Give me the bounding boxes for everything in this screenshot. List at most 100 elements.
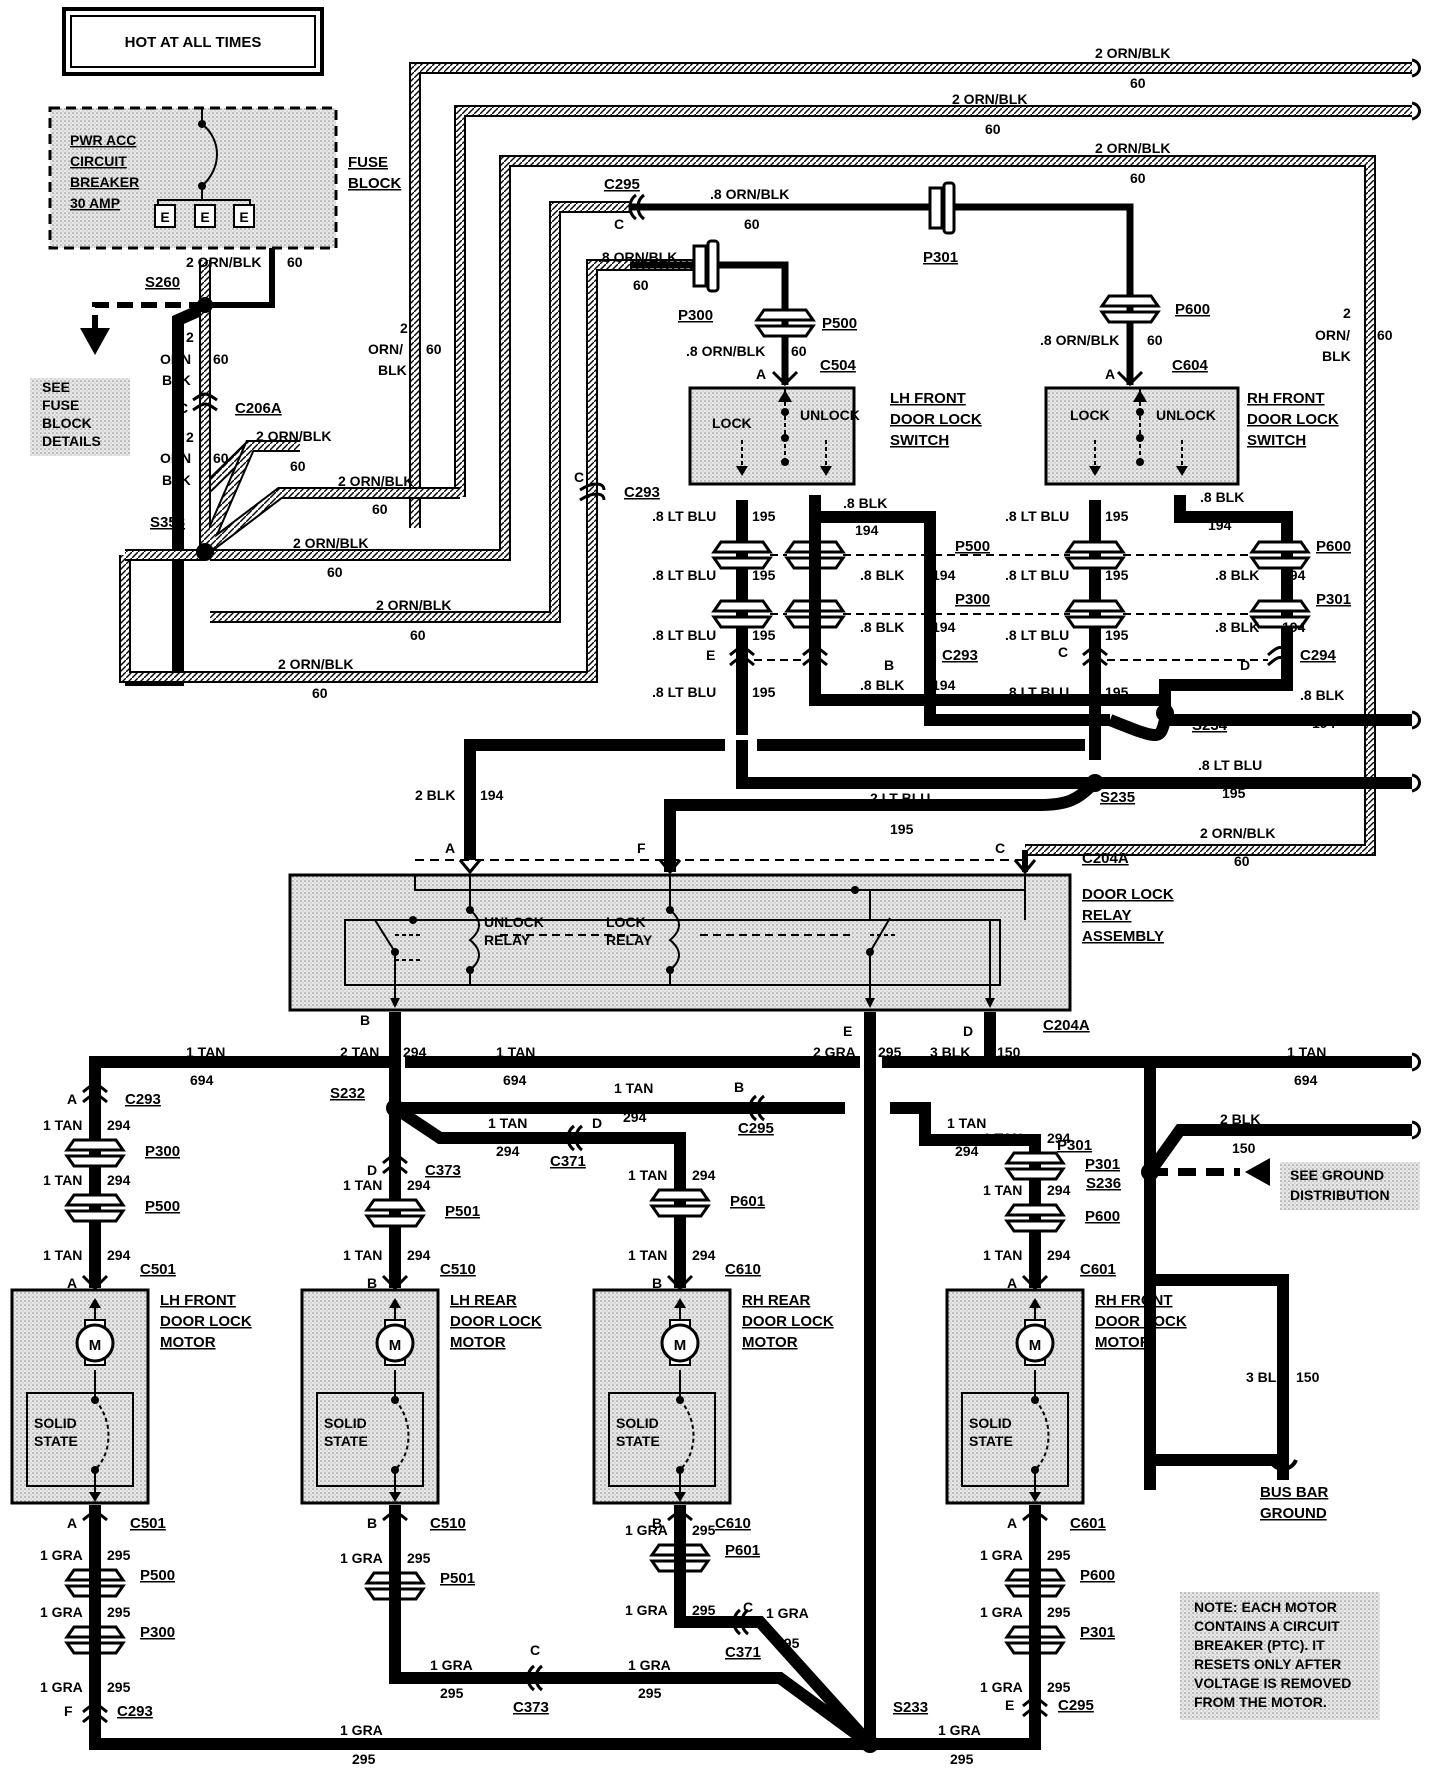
wire-label-fan-1: 2 ORN/BLK: [256, 428, 331, 444]
motor-name-2-0: DOOR LOCK: [160, 1313, 252, 1330]
motor-bot-wire-0-1: 1 GRA: [40, 1604, 83, 1620]
lh-blu-c1: 195: [752, 508, 776, 524]
pin-c294-d: D: [1240, 657, 1250, 673]
motor-bot-wire-3-1: 1 GRA: [980, 1604, 1023, 1620]
motor-inline-0: [82, 1083, 108, 1104]
conn-c373-bot: C373: [513, 1699, 549, 1716]
conn-c295-bot: C295: [1058, 1697, 1094, 1714]
motor-entry-wire-0: 1 TAN: [43, 1247, 82, 1263]
wire-label-rhs-in: .8 ORN/BLK: [1040, 332, 1119, 348]
motor-top-pin-2: B: [652, 1275, 662, 1291]
motor-name-1-1: LH REAR: [450, 1292, 517, 1309]
p600-top-connector: [1099, 294, 1161, 324]
lh-blk-c1: 194: [855, 522, 879, 538]
conn-c204a-top: C204A: [1082, 850, 1129, 867]
t-c371-c: 294: [496, 1143, 520, 1159]
rh-blu-c1: 195: [1105, 508, 1129, 524]
motor-bot-wire-1-0: 1 GRA: [340, 1550, 383, 1566]
motor-bot-pin-1: B: [367, 1515, 377, 1531]
pin-relay-e: E: [843, 1023, 852, 1039]
relay-assembly-3: ASSEMBLY: [1082, 928, 1164, 945]
wire-label-right-2: ORN/: [1315, 327, 1350, 343]
rh-blu-c3: 195: [1105, 627, 1129, 643]
pin-c371-d: D: [592, 1115, 602, 1131]
bus-bar-2: GROUND: [1260, 1505, 1327, 1522]
motor-ss-2-1: STATE: [324, 1433, 368, 1449]
see-fuse-line-4: DETAILS: [42, 433, 101, 449]
circ-c206-a: 60: [213, 351, 229, 367]
relay-a-blk-c: 194: [480, 787, 504, 803]
pin-c206: C: [178, 400, 188, 416]
lh-blu-2: .8 LT BLU: [652, 567, 716, 583]
pin-c295-b: B: [734, 1079, 744, 1095]
b-s236: 2 BLK: [1220, 1111, 1260, 1127]
g-c371-c: 295: [776, 1635, 800, 1651]
s234-blk: .8 BLK: [1300, 687, 1344, 703]
rh-front-door-lock-switch[interactable]: LOCK UNLOCK: [1044, 386, 1240, 486]
motor-bot-pin-0: A: [67, 1515, 77, 1531]
motor-ss-2-3: STATE: [969, 1433, 1013, 1449]
wire-label-right-1: 2: [1343, 305, 1351, 321]
relay-f-blu: 2 LT BLU: [870, 790, 930, 806]
wire-ends-mid: [1411, 710, 1421, 793]
motor-bot-conn-label-3-1: P301: [1080, 1624, 1115, 1641]
pin-c293-b-lbl: B: [884, 657, 894, 673]
circ-top-2: 60: [985, 121, 1001, 137]
breaker-terminal-2: E: [200, 209, 209, 225]
pin-c373-c: C: [530, 1642, 540, 1658]
circ-right-1: 60: [1377, 327, 1393, 343]
door-lock-relay-assembly[interactable]: UNLOCK RELAY LOCK RELAY: [288, 859, 1072, 1012]
breaker-terminal-1: E: [160, 209, 169, 225]
motor-tail-wire-0: 1 GRA: [40, 1679, 83, 1695]
t-lhf-1: 1 TAN: [186, 1044, 225, 1060]
rh-blu-c2: 195: [1105, 567, 1129, 583]
motor-tail-wire-2: 1 GRA: [625, 1602, 668, 1618]
motor-tail-circ-3: 295: [1047, 1679, 1071, 1695]
circ-lhs-in: 60: [791, 343, 807, 359]
note-line-2: CONTAINS A CIRCUIT: [1194, 1618, 1340, 1634]
conn-p301-low: P301: [1057, 1137, 1092, 1154]
conn-c204a-bottom: C204A: [1043, 1017, 1090, 1034]
conn-c604: C604: [1172, 357, 1209, 374]
lh-blu-c2: 195: [752, 567, 776, 583]
rh-blu-2: .8 LT BLU: [1005, 567, 1069, 583]
b-relay: 3 BLK: [930, 1044, 970, 1060]
note-line-5: VOLTAGE IS REMOVED: [1194, 1675, 1351, 1691]
lh-front-door-lock-switch[interactable]: LOCK UNLOCK: [688, 386, 860, 486]
motor-top-wire-3-0: 1 TAN: [983, 1130, 1022, 1146]
motor-name-1-0: LH FRONT: [160, 1292, 236, 1309]
pin-c295-top: C: [614, 216, 624, 232]
motor-tail-circ-2: 295: [692, 1602, 716, 1618]
pin-relay-d: D: [963, 1023, 973, 1039]
g-relay-c: 295: [878, 1044, 902, 1060]
motor-name-2-3: DOOR LOCK: [1095, 1313, 1187, 1330]
relay-c-orn-c: 60: [1234, 853, 1250, 869]
see-fuse-line-2: FUSE: [42, 397, 79, 413]
motor-top-conn-1-0: [364, 1198, 426, 1228]
lh-blu-4: .8 LT BLU: [652, 684, 716, 700]
splice-s353-label: S353: [150, 514, 185, 531]
breaker-terminal-3: E: [239, 209, 248, 225]
rh-switch-lock-label: LOCK: [1070, 407, 1110, 423]
rh-switch-name-2: DOOR LOCK: [1247, 411, 1339, 428]
b-s236-c: 150: [1232, 1140, 1256, 1156]
motor-name-3-0: MOTOR: [160, 1334, 216, 1351]
lh-blu-3: .8 LT BLU: [652, 627, 716, 643]
motor-name-2-1: DOOR LOCK: [450, 1313, 542, 1330]
wire-label-c206-b: ORN: [160, 351, 191, 367]
motor-bot-circ-0-1: 295: [107, 1604, 131, 1620]
g-bot-2: 1 GRA: [938, 1722, 981, 1738]
pin-c295-e: E: [1005, 1697, 1014, 1713]
motor-bot-conn-label-3-0: P600: [1080, 1567, 1115, 1584]
conn-p300-mid: P300: [955, 591, 990, 608]
wire-label-c206-e: ORN: [160, 450, 191, 466]
lh-switch-connector-stack: [711, 540, 1070, 667]
see-ground-1: SEE GROUND: [1290, 1167, 1384, 1183]
splice-s260-label: S260: [145, 274, 180, 291]
lh-blk-3: .8 BLK: [860, 619, 904, 635]
conn-p500-mid: P500: [955, 538, 990, 555]
motor-bot-conn-label-1-0: P501: [440, 1570, 475, 1587]
